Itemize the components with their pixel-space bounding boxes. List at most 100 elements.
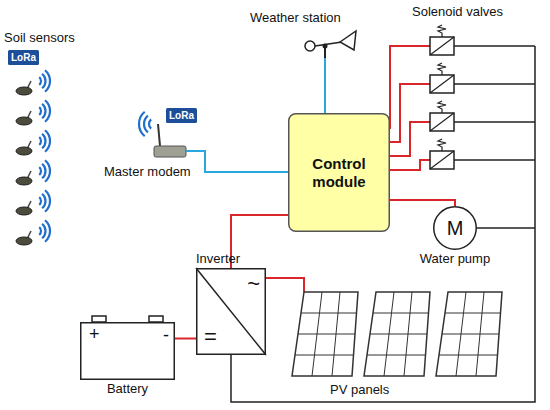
symbol-text: Control module [288,155,390,190]
part-label: Solenoid valves [412,4,503,19]
signal-wire [324,58,326,113]
part-label: Inverter [196,252,240,267]
power-wire [266,278,304,292]
panel-grid [295,355,354,356]
radio-wave [39,77,41,85]
soil-sensor [16,87,32,95]
battery-box [81,323,175,380]
lora-badge: LoRa [166,108,197,123]
badge-text: LoRa [11,52,36,64]
radio-wave [45,160,50,181]
station-hub [323,44,328,49]
anemometer-cup [305,41,315,51]
valve-diagonal [430,151,454,169]
radio-wave [144,116,148,133]
radio-wave [42,134,45,149]
inverter-diagonal [196,268,266,355]
panel-grid [298,334,355,335]
pump-circle [434,207,477,250]
badge-box [8,50,39,65]
radio-wave [39,227,41,235]
panel-grid [439,355,498,356]
valve-spring [438,139,446,151]
battery-terminal [149,316,163,322]
power-wire [175,338,196,340]
soil-sensor [16,207,32,215]
battery-box: +-Battery [80,322,175,380]
soil-sensor [16,117,32,125]
panel-grid [301,313,357,314]
ground-wire [454,45,535,47]
radio-wave [45,70,50,91]
part-label: Battery [107,382,148,397]
valve-spring [438,101,446,113]
badge-text: LoRa [169,110,194,122]
part-label: Weather station [250,10,341,25]
radio-wave [39,107,41,115]
pv-panel [292,292,358,376]
radio-wave [45,190,50,211]
valve-diagonal [430,37,454,55]
inverter-box: Inverter~= [196,268,266,355]
valve-diagonal [430,75,454,93]
radio-wave [45,100,50,121]
radio-wave [39,167,41,175]
soil-sensor [16,147,32,155]
valve-spring [438,63,446,75]
pv-panel [364,292,430,376]
battery-terminal [92,316,106,322]
solenoid-valve [430,75,454,93]
symbol-text: - [163,325,169,346]
radio-wave [39,137,41,145]
ground-wire [454,83,535,85]
radio-wave [42,164,45,179]
power-wire [390,200,455,206]
ground-wire [454,121,535,123]
symbol-text: ~ [247,271,260,296]
badge-box [166,108,197,123]
ground-wire [454,159,535,161]
wind-vane [340,31,356,50]
panel-grid [370,334,427,335]
station-arm [315,42,342,46]
soil-sensor [16,237,32,245]
pv-panel [436,292,502,376]
radio-wave [42,224,45,239]
panel-grid [367,355,426,356]
pump-motor: MWater pump [433,206,477,250]
inverter-box [197,269,266,355]
panel-grid [373,313,429,314]
valve-spring [438,25,446,37]
modem-body [154,146,186,157]
radio-wave [45,130,50,151]
module-box [289,114,390,232]
control-module: Control module [288,113,390,232]
valve-diagonal [430,113,454,131]
panel-grid [442,334,499,335]
radio-wave [149,119,151,128]
radio-wave [42,194,45,209]
symbol-text: M [447,217,464,240]
radio-wave [139,112,145,137]
radio-wave [42,104,45,119]
ground-wire [231,46,535,402]
solenoid-valve [430,151,454,169]
symbol-text: = [204,324,217,349]
part-label: Master modem [104,164,191,179]
signal-wire [186,151,288,172]
part-label: Soil sensors [4,30,75,45]
modem-antenna [158,124,160,146]
solenoid-valve [430,37,454,55]
part-label: PV panels [330,382,389,397]
lora-badge: LoRa [8,50,39,65]
radio-wave [45,220,50,241]
symbol-text: + [89,324,100,345]
panel-grid [445,313,501,314]
solenoid-valve [430,113,454,131]
part-label: Water pump [420,252,490,267]
soil-sensor [16,177,32,185]
radio-wave [39,197,41,205]
